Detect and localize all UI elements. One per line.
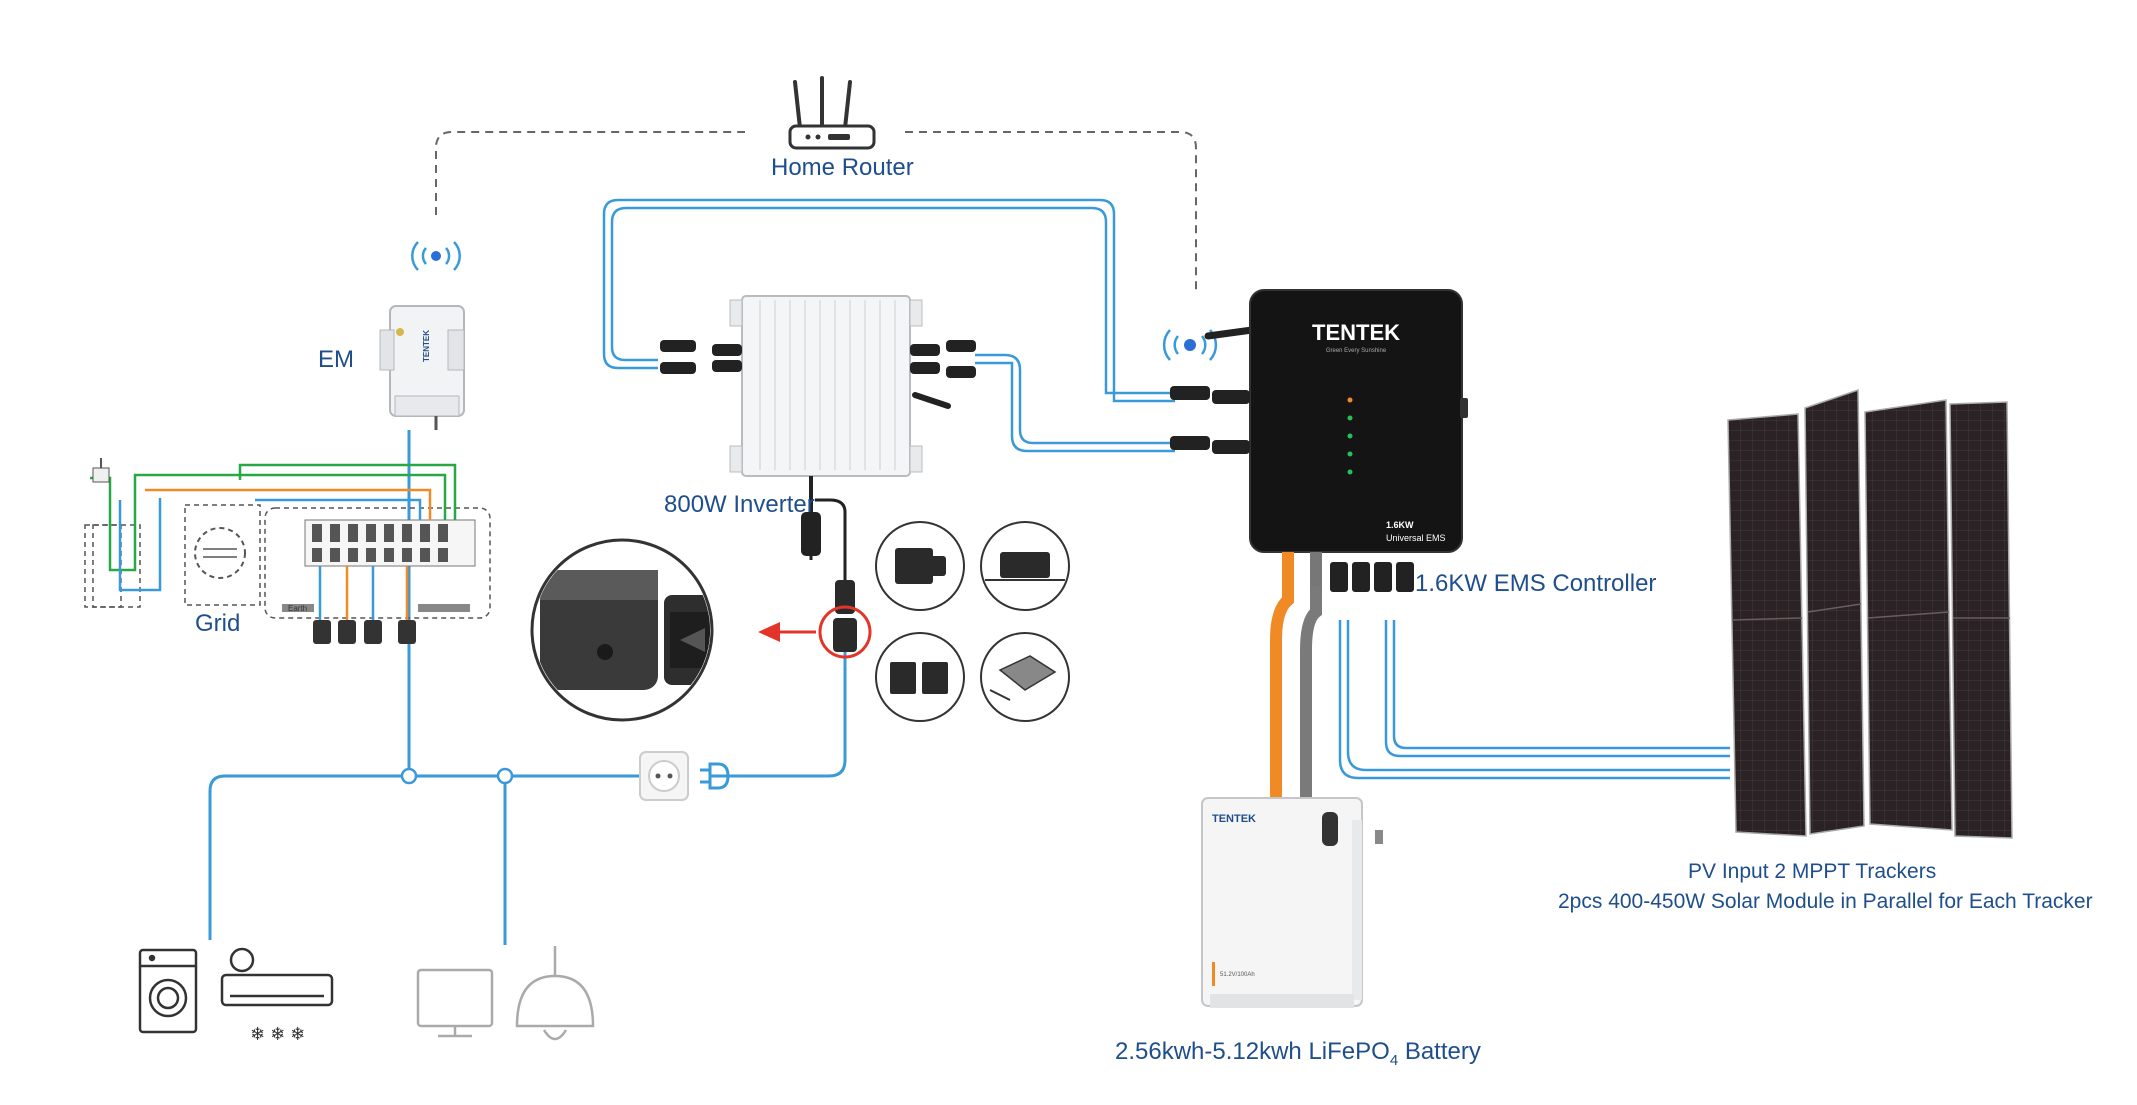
micro-inverter xyxy=(660,295,976,556)
battery-cables xyxy=(1270,586,1322,805)
junction-nodes xyxy=(400,767,514,785)
earth-label: Earth xyxy=(288,604,307,613)
ceiling-lamp-icon xyxy=(515,946,595,1041)
battery-label-suffix: Battery xyxy=(1398,1038,1481,1065)
ems-tagline-text: Green Every Sunshine xyxy=(1326,348,1387,354)
dc-wiring xyxy=(602,198,1730,780)
em-label: EM xyxy=(318,346,354,373)
connector-highlight xyxy=(758,605,872,659)
ems-subtitle-text: Universal EMS xyxy=(1386,533,1446,543)
router-icon xyxy=(788,76,876,150)
ac-wiring xyxy=(208,430,847,945)
router-to-em-dashed-line xyxy=(435,131,745,215)
red-arrow-icon xyxy=(758,622,780,642)
battery-device xyxy=(1201,797,1383,1008)
battery-spec-text: 51.2V/100Ah xyxy=(1220,972,1255,978)
router-to-ems-dashed-line xyxy=(905,131,1197,290)
grid-label: Grid xyxy=(195,610,241,637)
solar-panel-3 xyxy=(1864,399,1953,831)
battery-label-prefix: 2.56kwh-5.12kwh LiFePO xyxy=(1115,1038,1390,1065)
ems-controller-device xyxy=(1170,289,1468,592)
inverter-thumb-4 xyxy=(980,632,1070,722)
home-router-label: Home Router xyxy=(771,154,914,181)
inverter-thumb-1 xyxy=(875,521,965,611)
ems-brand-text: TENTEK xyxy=(1312,320,1400,345)
air-conditioner-icon: ❄ ❄ ❄ xyxy=(220,947,334,1044)
battery-label: 2.56kwh-5.12kwh LiFePO4 Battery xyxy=(1115,1038,1481,1069)
solar-panel-4 xyxy=(1949,401,2013,839)
plug-icon xyxy=(700,762,730,790)
pv-input-label: PV Input 2 MPPT Trackers xyxy=(1688,860,1937,883)
solar-panel-1 xyxy=(1727,413,1807,837)
battery-brand-text: TENTEK xyxy=(1212,813,1256,825)
washing-machine-icon xyxy=(138,948,198,1034)
inverter-thumbnails xyxy=(875,521,1070,722)
pv-module-label: 2pcs 400-450W Solar Module in Parallel f… xyxy=(1558,890,2093,913)
ems-model-text: 1.6KW xyxy=(1386,520,1414,530)
inverter-thumb-3 xyxy=(875,632,965,722)
em-brand-text: TENTEK xyxy=(422,330,431,362)
connector-magnified-icon xyxy=(530,538,714,722)
grid-distribution-box xyxy=(84,458,491,644)
wifi-signal-icon xyxy=(411,241,461,271)
solar-panels xyxy=(1727,388,2013,839)
inverter-thumb-2 xyxy=(980,521,1070,611)
ac-cable xyxy=(809,498,857,652)
wall-socket-icon xyxy=(639,751,689,801)
battery-label-sub: 4 xyxy=(1389,1051,1399,1069)
solar-panel-2 xyxy=(1804,388,1865,835)
ems-controller-label: 1.6KW EMS Controller xyxy=(1415,570,1657,597)
ems-wifi-icon xyxy=(1162,329,1218,361)
monitor-icon xyxy=(416,968,494,1038)
energy-meter-device xyxy=(379,305,465,430)
network-dashed-lines xyxy=(435,131,1197,290)
inverter-label: 800W Inverter xyxy=(664,491,815,518)
svg-text:❄ ❄ ❄: ❄ ❄ ❄ xyxy=(250,1024,305,1044)
